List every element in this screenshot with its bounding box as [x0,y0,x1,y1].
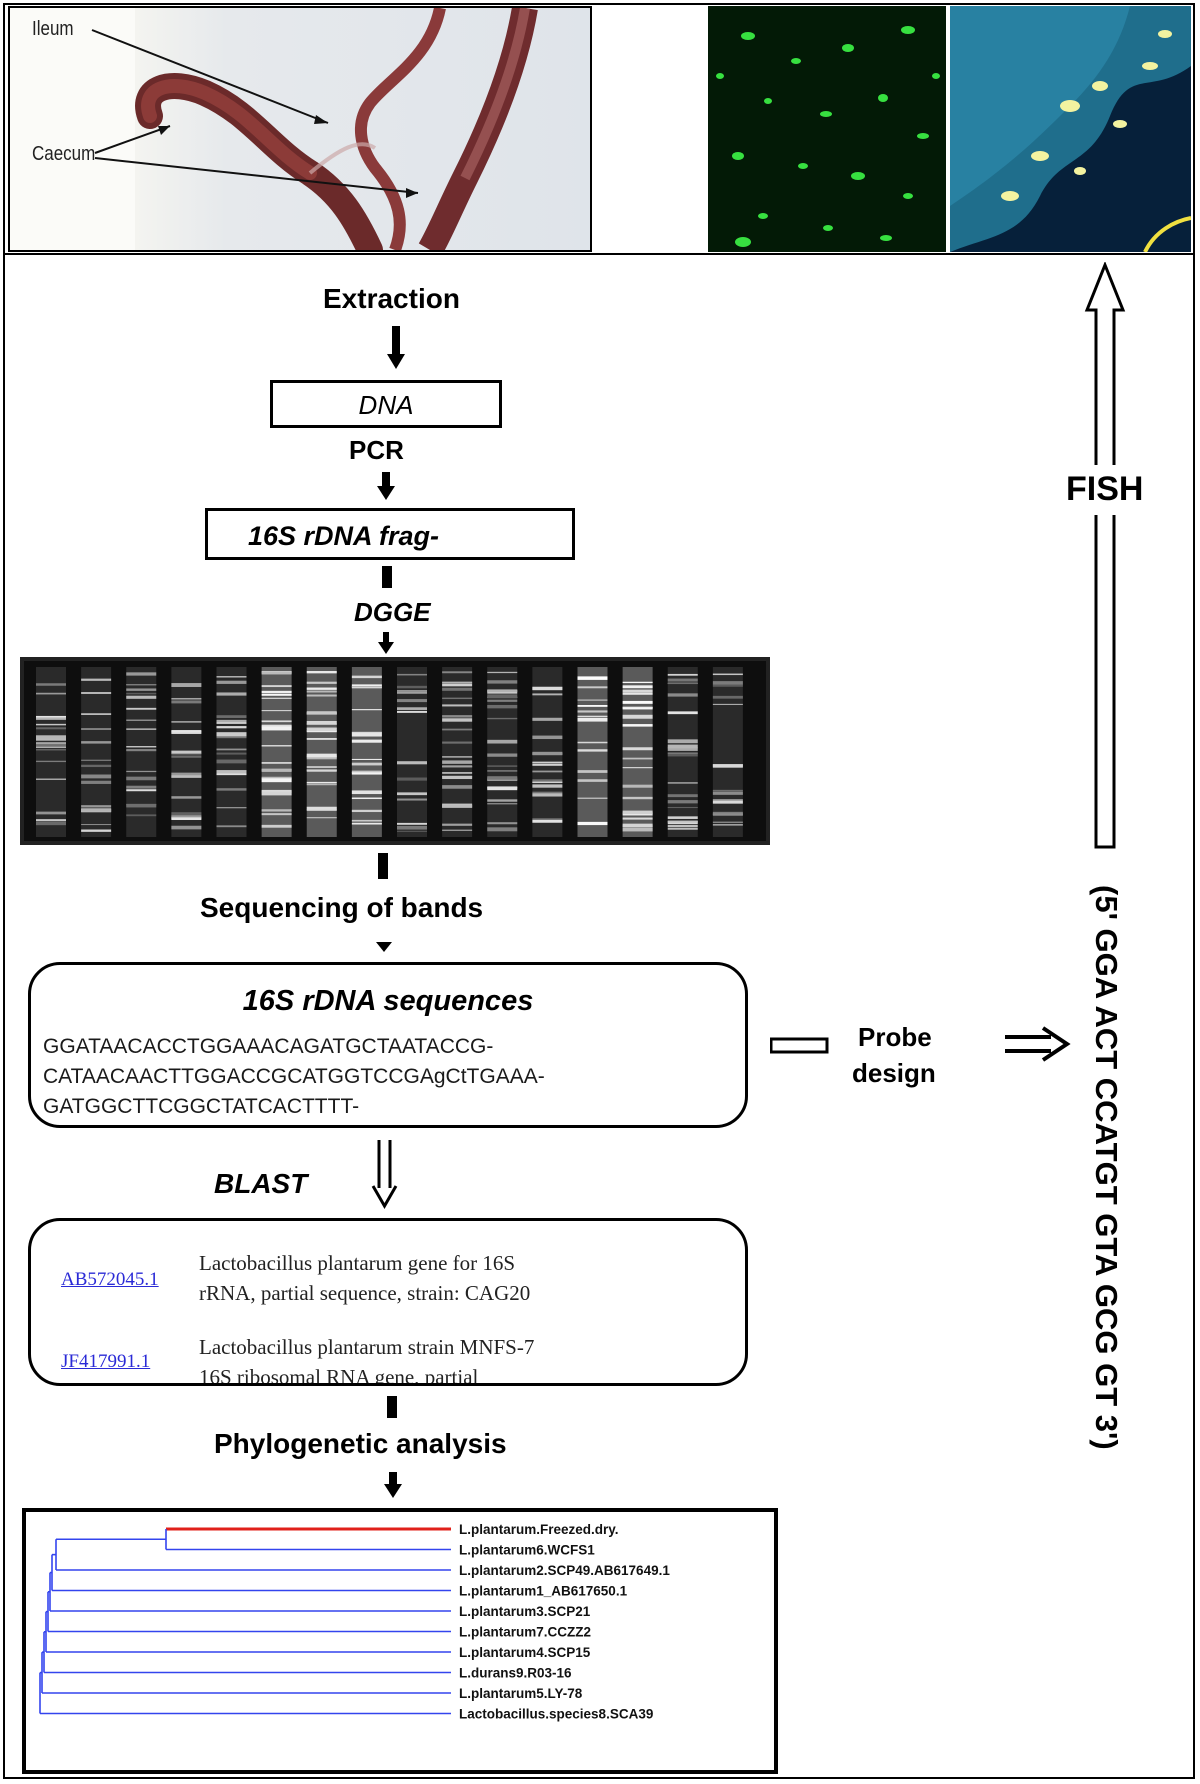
gel-lane [36,667,66,837]
step-dgge: DGGE [354,597,431,627]
tree-leaf-label: L.plantarum1_AB617650.1 [459,1584,628,1599]
tree-leaf-label: L.durans9.R03-16 [459,1666,572,1681]
step-fish: FISH [1066,470,1144,508]
intestine-photo-drawing [10,8,590,250]
step-pcr: PCR [349,435,404,465]
arrow-down-2 [377,472,395,507]
sequences-title: 16S rDNA sequences [242,985,534,1017]
blast-arrow [370,1140,400,1215]
arrow-stub-6 [387,1396,397,1418]
gel-lane [216,667,247,837]
fish-image-green [708,6,946,252]
step-extraction: Extraction [323,283,460,314]
step-phylogenetic: Phylogenetic analysis [214,1428,507,1459]
sequence-line-2: CATAACAACTTGGACCGCATGGTCCGAgCtTGAAA- [43,1065,545,1088]
dna-label: DNA [358,390,414,420]
probe-arrow-left [769,1034,830,1063]
gel-lane [397,667,427,837]
fish-image-blue-drawing [950,6,1191,252]
tree-leaf-label: L.plantarum2.SCP49.AB617649.1 [459,1563,670,1578]
tree-leaf-label: Lactobacillus.species8.SCA39 [459,1707,653,1722]
blast-description-2a: Lactobacillus plantarum strain MNFS-7 [199,1335,535,1359]
blast-description-2b: 16S ribosomal RNA gene, partial [199,1365,479,1386]
intestine-photo: Ileum Caecum [8,6,592,252]
gel-lane [532,667,563,837]
arrow-stub-3 [382,566,392,588]
sequences-box: 16S rDNA sequences GGATAACACCTGGAAACAGAT… [28,962,748,1128]
blast-description-1b: rRNA, partial sequence, strain: CAG20 [199,1281,531,1305]
ileum-label: Ileum [32,18,74,40]
gel-lane [667,667,698,837]
gel-lane [126,667,157,837]
gel-lane [712,667,743,837]
gel-lane [306,667,337,837]
fish-arrow [1083,260,1127,857]
tree-leaf-label: L.plantarum.Freezed.dry. [459,1522,619,1537]
gel-lane [81,667,112,837]
gel-lane [442,667,473,837]
blast-description-1a: Lactobacillus plantarum gene for 16S [199,1251,516,1275]
phylogenetic-tree: L.plantarum.Freezed.dry. L.plantarum6.WCF… [39,1522,670,1722]
probe-sequence: (5' GGA ACT CCATGT GTA GCG GT 3') [1089,885,1124,1450]
blast-results-box: AB572045.1 Lactobacillus plantarum gene … [28,1218,748,1386]
probe-arrow-right [1003,1026,1073,1067]
step-sequencing: Sequencing of bands [200,892,484,923]
gel-lane [171,667,202,837]
top-divider [3,253,1195,255]
tree-leaf-label: L.plantarum6.WCFS1 [459,1543,595,1558]
tree-leaf-label: L.plantarum7.CCZZ2 [459,1625,591,1640]
step-blast: BLAST [214,1168,308,1199]
fragment-box: 16S rDNA frag- [205,508,575,560]
sequence-line-3: GATGGCTTCGGCTATCACTTTT- [43,1095,360,1118]
fish-image-blue [950,6,1191,252]
caecum-label: Caecum [32,143,96,165]
gel-lane [622,667,653,837]
probe-label-line2: design [852,1058,936,1088]
dna-box: DNA [270,380,502,428]
gel-lane [577,667,608,837]
arrow-stub-4 [378,853,388,879]
dgge-gel [20,657,770,845]
arrow-down-3 [378,632,394,661]
gel-lane [487,667,518,837]
arrow-down-1 [387,326,405,375]
fish-image-green-drawing [716,26,940,247]
arrow-down-5 [374,940,394,959]
tree-leaf-label: L.plantarum4.SCP15 [459,1645,591,1660]
blast-accession-1[interactable]: AB572045.1 [61,1269,159,1290]
sequence-line-1: GGATAACACCTGGAAACAGATGCTAATACCG- [43,1035,494,1058]
probe-label-line1: Probe [858,1022,932,1052]
arrow-down-7 [384,1472,402,1505]
gel-lane [351,667,382,837]
dgge-gel-lanes [36,667,743,837]
fish-label-bg [1060,465,1150,515]
gel-lane [261,667,292,837]
tree-leaf-label: L.plantarum3.SCP21 [459,1604,591,1619]
tree-leaf-label: L.plantarum5.LY-78 [459,1686,583,1701]
phylogenetic-tree-box: L.plantarum.Freezed.dry. L.plantarum6.WCF… [22,1508,778,1774]
fragment-label: 16S rDNA frag- [248,521,440,551]
figure-frame [3,3,1195,1779]
blast-accession-2[interactable]: JF417991.1 [61,1351,151,1372]
